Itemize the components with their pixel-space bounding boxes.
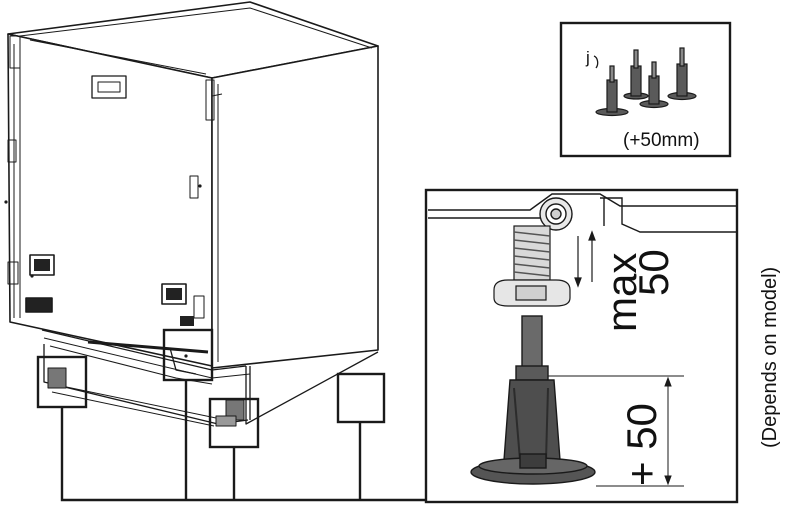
foot-detail-view: max 50 + 50	[424, 188, 739, 504]
large-extension-foot	[470, 315, 596, 485]
door-latch	[91, 75, 127, 99]
dishwasher-side-panel	[211, 45, 379, 369]
threaded-screw	[493, 225, 571, 307]
dishwasher-drawing	[4, 1, 379, 427]
mounting-hole	[25, 297, 53, 313]
max-dimension-arrows	[574, 230, 596, 288]
appliance-base-detail	[428, 193, 736, 233]
max-label: max	[598, 253, 645, 332]
extension-foot	[595, 65, 629, 117]
extension-label: + 50	[618, 403, 665, 486]
extension-foot	[639, 61, 669, 109]
inset-frame	[559, 21, 732, 158]
extension-foot	[623, 49, 649, 100]
extension-foot	[667, 47, 697, 101]
center-foot-box	[162, 328, 214, 382]
rear-right-foot-box	[336, 372, 386, 424]
extension-note: (+50mm)	[623, 130, 700, 151]
extension-dimension	[548, 375, 684, 487]
max-value: 50	[630, 249, 677, 296]
foot-highlight-boxes	[36, 328, 386, 449]
extension-feet-inset: j (+50mm)	[559, 21, 732, 158]
detail-frame	[424, 188, 739, 504]
step-marker: j	[585, 48, 590, 67]
connector-lines	[60, 380, 430, 502]
model-note: (Depends on model)	[759, 267, 781, 448]
step-marker-arc	[593, 55, 599, 69]
adjust-knob	[539, 197, 573, 231]
